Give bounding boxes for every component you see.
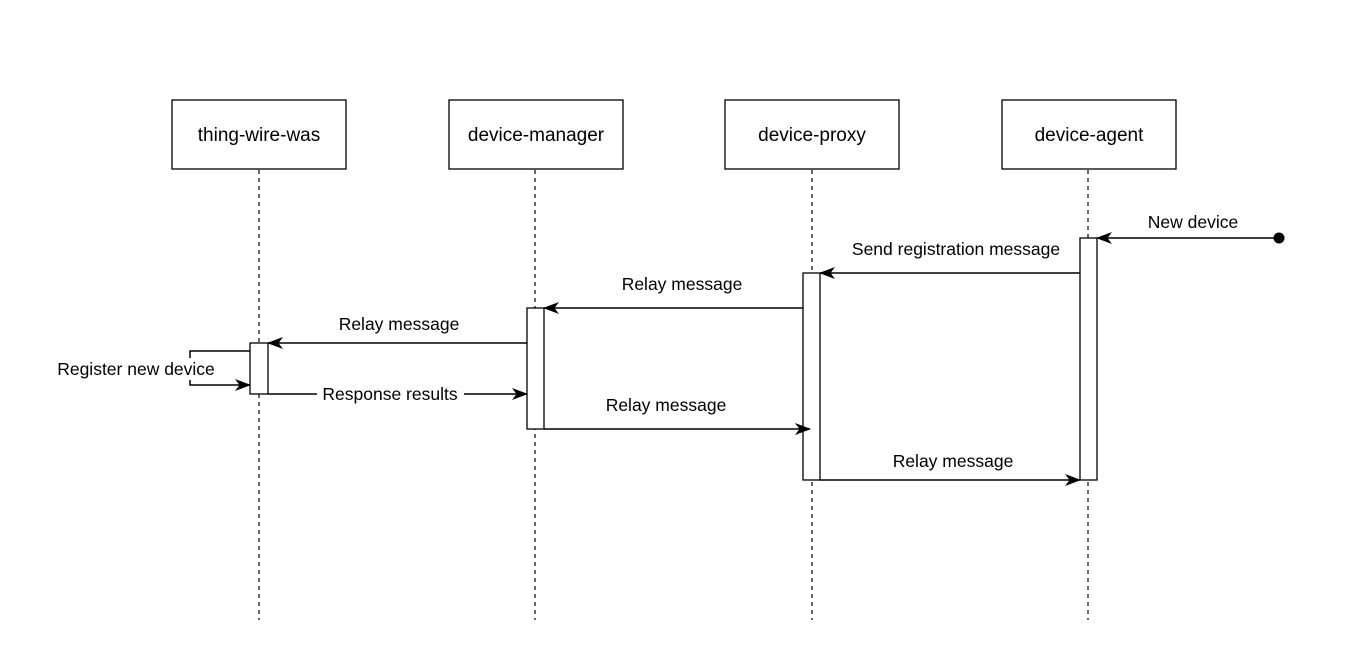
message-label: Send registration message [852,239,1060,259]
activation-device-agent [1079,237,1098,481]
participant-label: thing-wire-was [198,125,320,146]
message-relay-proxy-to-agent: Relay message [820,451,1081,486]
message-label: Relay message [339,314,460,334]
message-label: Response results [322,384,457,404]
activation-device-proxy [802,272,821,481]
participant-thing-wire-was: thing-wire-was [171,99,347,170]
start-dot-icon [1273,232,1285,244]
participant-device-agent: device-agent [1001,99,1177,170]
activation-thing-wire-was [249,342,269,395]
participant-label: device-agent [1035,125,1145,146]
message-label: Register new device [57,359,215,379]
message-relay-proxy-to-manager: Relay message [543,274,803,314]
message-relay-manager-to-was: Relay message [267,314,527,349]
activation-device-manager [526,307,545,430]
message-label: Relay message [606,395,727,415]
participant-device-proxy: device-proxy [724,99,900,170]
participant-label: device-manager [468,125,605,146]
participant-device-manager: device-manager [448,99,624,170]
message-send-registration: Send registration message [819,239,1080,279]
message-label: Relay message [622,274,743,294]
message-label: New device [1148,212,1238,232]
message-label: Relay message [893,451,1014,471]
message-register-new-device: Register new device [48,350,251,391]
participant-label: device-proxy [758,125,866,146]
message-new-device: New device [1096,212,1285,244]
message-response-results: Response results [268,383,528,405]
message-relay-manager-to-proxy: Relay message [544,395,811,435]
